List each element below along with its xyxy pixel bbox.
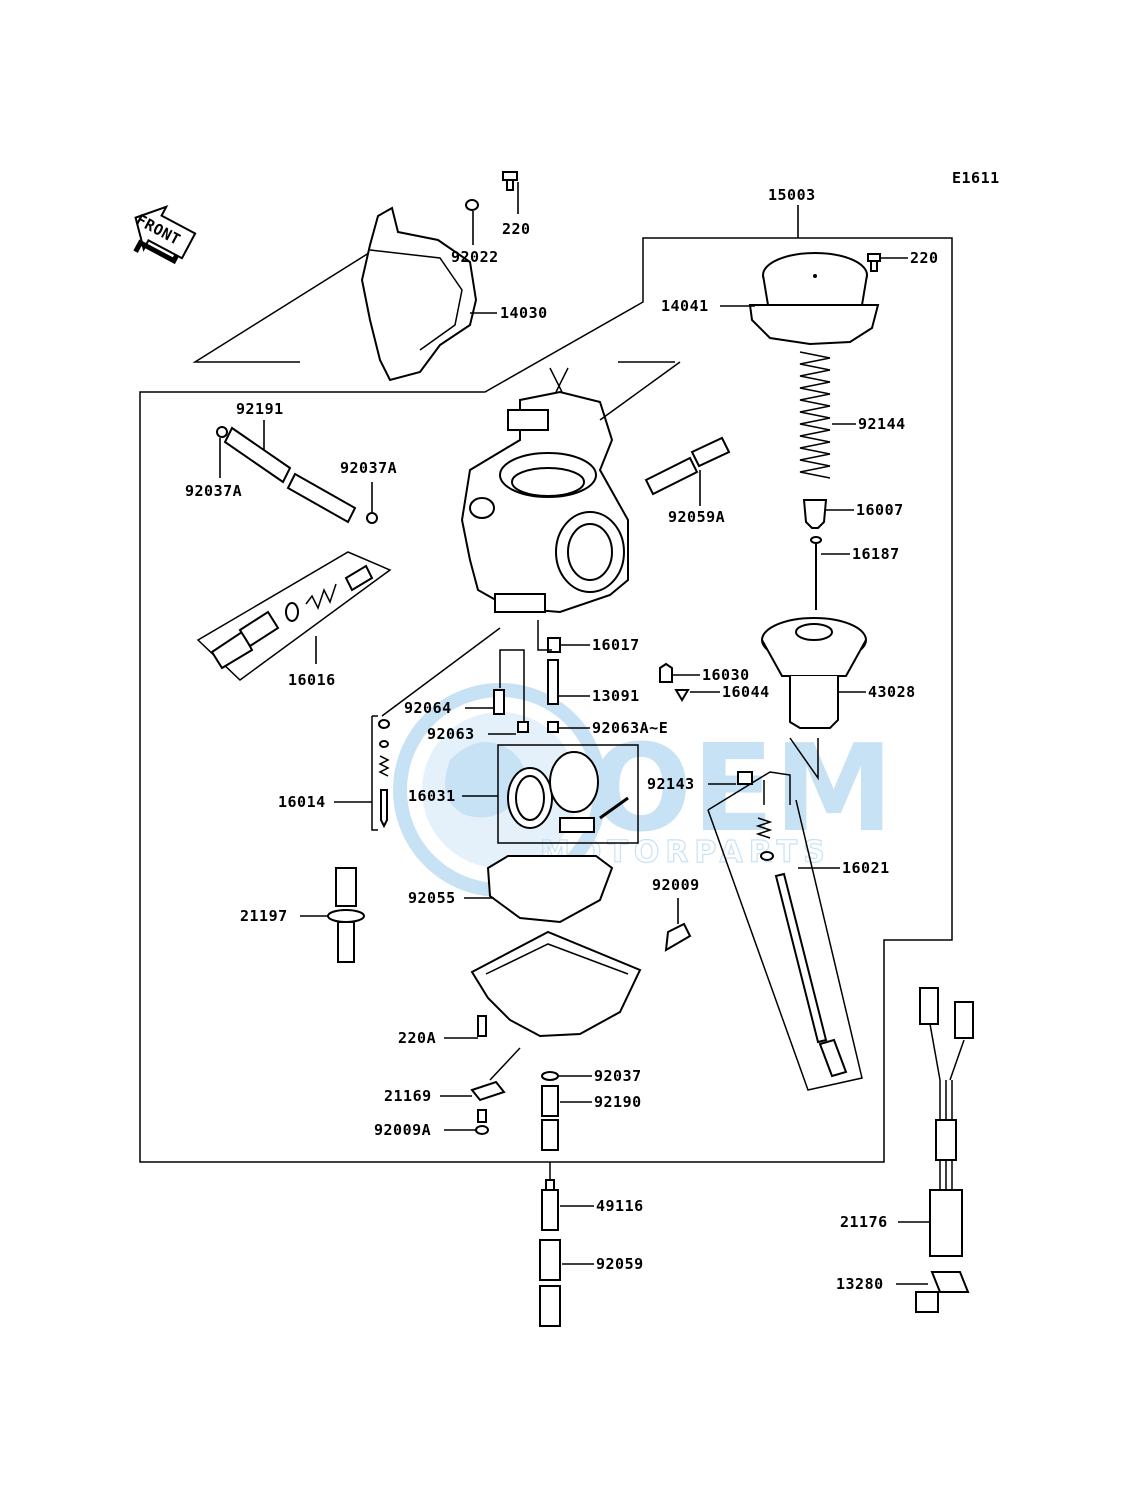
part-92022-washer (465, 199, 479, 211)
label-16044: 16044 (722, 683, 770, 701)
label-16021: 16021 (842, 859, 890, 877)
label-92037A-b: 92037A (340, 459, 397, 477)
part-16021-screw (755, 817, 848, 1078)
label-92059A: 92059A (668, 508, 725, 526)
part-13280-clip (915, 1271, 970, 1313)
part-92059A-hose (644, 436, 731, 496)
part-16017-jet (547, 637, 561, 653)
label-92037A-a: 92037A (185, 482, 242, 500)
label-13091: 13091 (592, 687, 640, 705)
label-92037: 92037 (594, 1067, 642, 1085)
part-49116-fitting (541, 1179, 559, 1231)
front-arrow-icon: FRONT (133, 205, 197, 265)
part-92059-hose (539, 1239, 561, 1327)
part-43028-diaphragm (761, 617, 867, 729)
part-92063AE-jet (547, 721, 559, 733)
part-21169-bracket (470, 1080, 506, 1102)
label-92009A: 92009A (374, 1121, 431, 1139)
label-92055: 92055 (408, 889, 456, 907)
part-92055-gasket (486, 855, 614, 924)
part-92063-jet (517, 721, 529, 733)
label-92191: 92191 (236, 400, 284, 418)
label-220-right: 220 (910, 249, 939, 267)
label-92063: 92063 (427, 725, 475, 743)
part-92009-screw (664, 922, 692, 952)
part-16030-pin (659, 662, 673, 683)
label-43028: 43028 (868, 683, 916, 701)
label-92063AE: 92063A~E (592, 719, 668, 737)
label-21169: 21169 (384, 1087, 432, 1105)
part-21197-fitting (327, 867, 365, 963)
label-49116: 49116 (596, 1197, 644, 1215)
label-15003: 15003 (768, 186, 816, 204)
part-92064-jet (493, 689, 505, 715)
label-16031: 16031 (408, 787, 456, 805)
part-14041-top-cap (748, 252, 880, 346)
part-92191-hose (223, 426, 357, 524)
label-21176: 21176 (840, 1213, 888, 1231)
label-21197: 21197 (240, 907, 288, 925)
part-16031-float (507, 751, 629, 833)
label-92190: 92190 (594, 1093, 642, 1111)
part-14030-cover (360, 206, 478, 382)
label-16007: 16007 (856, 501, 904, 519)
label-220-top: 220 (502, 220, 531, 238)
label-13280: 13280 (836, 1275, 884, 1293)
part-220-screw (502, 171, 518, 191)
label-16016: 16016 (288, 671, 336, 689)
label-16187: 16187 (852, 545, 900, 563)
part-92144-spring (799, 351, 831, 479)
label-92009: 92009 (652, 876, 700, 894)
label-16017: 16017 (592, 636, 640, 654)
label-92144: 92144 (858, 415, 906, 433)
part-16014-needle-valve (378, 719, 390, 829)
part-13091-tube (547, 659, 559, 705)
part-16044-clip (674, 689, 690, 702)
part-16007-retainer (802, 499, 828, 529)
part-16187-needle (810, 536, 822, 610)
part-220A-screw (477, 1015, 487, 1037)
part-21176-harness (919, 987, 974, 1257)
assembly-outline (139, 237, 953, 1163)
diagram-code: E1611 (952, 169, 1000, 187)
label-16014: 16014 (278, 793, 326, 811)
part-16031-box (497, 744, 639, 844)
part-float-bowl (470, 930, 642, 1038)
label-14030: 14030 (500, 304, 548, 322)
label-14041: 14041 (661, 297, 709, 315)
part-220-screw-right (867, 253, 881, 272)
label-16030: 16030 (702, 666, 750, 684)
label-92022: 92022 (451, 248, 499, 266)
part-92009A-screw (475, 1109, 489, 1135)
label-92143: 92143 (647, 775, 695, 793)
part-92037-clip (541, 1071, 559, 1081)
part-16016-starter (196, 551, 392, 681)
part-92190-tube (541, 1085, 559, 1151)
part-carburetor-body (460, 361, 681, 614)
label-92059: 92059 (596, 1255, 644, 1273)
part-92143-cap (737, 771, 753, 785)
label-92064: 92064 (404, 699, 452, 717)
label-220A: 220A (398, 1029, 436, 1047)
